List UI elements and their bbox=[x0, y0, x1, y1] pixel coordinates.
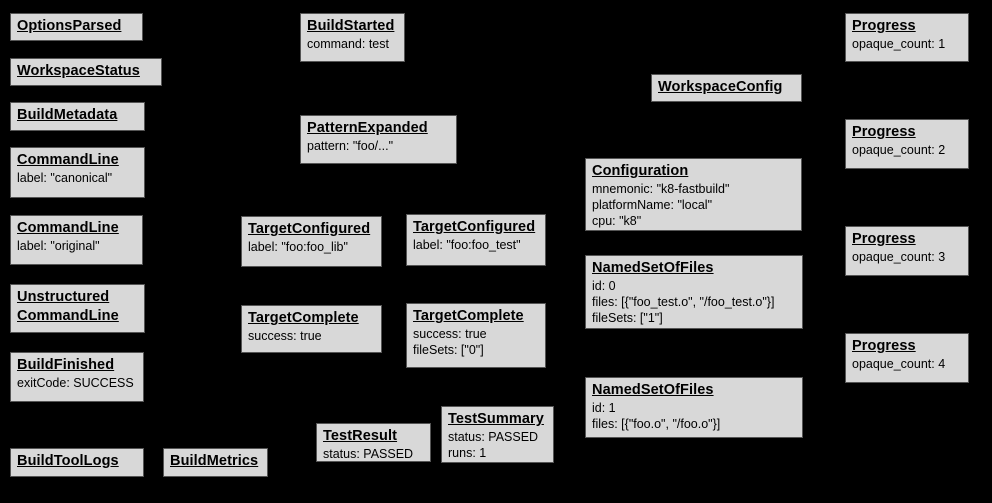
event-prop: opaque_count: 1 bbox=[852, 37, 946, 51]
event-title: Configuration bbox=[592, 163, 689, 179]
event-box-workspace-status: WorkspaceStatus bbox=[10, 58, 162, 86]
event-title: Progress bbox=[852, 231, 916, 247]
event-box-pattern-expanded: PatternExpanded pattern: "foo/..." bbox=[300, 115, 457, 164]
event-title: BuildStarted bbox=[307, 18, 395, 34]
event-prop: runs: 1 bbox=[448, 446, 487, 460]
event-title: Unstructured CommandLine bbox=[17, 289, 119, 324]
event-title: WorkspaceConfig bbox=[658, 79, 783, 95]
event-prop: exitCode: SUCCESS bbox=[17, 376, 134, 390]
event-prop: opaque_count: 3 bbox=[852, 250, 946, 264]
event-prop: opaque_count: 4 bbox=[852, 357, 946, 371]
event-box-progress-4: Progress opaque_count: 4 bbox=[845, 333, 969, 383]
event-title: BuildMetrics bbox=[170, 453, 259, 469]
event-box-configuration: Configuration mnemonic: "k8-fastbuild" p… bbox=[585, 158, 802, 231]
event-title: NamedSetOfFiles bbox=[592, 382, 714, 398]
event-box-progress-3: Progress opaque_count: 3 bbox=[845, 226, 969, 276]
event-title: PatternExpanded bbox=[307, 120, 428, 136]
event-title: TargetConfigured bbox=[413, 219, 536, 235]
event-box-command-line-original: CommandLine label: "original" bbox=[10, 215, 143, 265]
event-title: NamedSetOfFiles bbox=[592, 260, 714, 276]
event-box-target-configured-foo-test: TargetConfigured label: "foo:foo_test" bbox=[406, 214, 546, 266]
event-prop: files: [{"foo.o", "/foo.o"}] bbox=[592, 417, 721, 431]
event-title: TargetComplete bbox=[413, 308, 524, 324]
event-box-named-set-of-files-1: NamedSetOfFiles id: 1 files: [{"foo.o", … bbox=[585, 377, 803, 438]
event-title: TestResult bbox=[323, 428, 398, 444]
event-box-unstructured-command-line: Unstructured CommandLine bbox=[10, 284, 145, 333]
event-box-target-configured-foo-lib: TargetConfigured label: "foo:foo_lib" bbox=[241, 216, 382, 267]
event-box-target-complete-foo-lib: TargetComplete success: true bbox=[241, 305, 382, 353]
event-prop: files: [{"foo_test.o", "/foo_test.o"}] bbox=[592, 295, 775, 309]
event-prop: label: "foo:foo_lib" bbox=[248, 240, 348, 254]
event-title: CommandLine bbox=[17, 152, 119, 168]
event-prop: success: true bbox=[248, 329, 322, 343]
event-box-progress-2: Progress opaque_count: 2 bbox=[845, 119, 969, 169]
event-box-progress-1: Progress opaque_count: 1 bbox=[845, 13, 969, 62]
event-prop: fileSets: ["0"] bbox=[413, 343, 484, 357]
event-prop: opaque_count: 2 bbox=[852, 143, 946, 157]
event-prop: success: true bbox=[413, 327, 487, 341]
event-prop: mnemonic: "k8-fastbuild" bbox=[592, 182, 730, 196]
event-box-options-parsed: OptionsParsed bbox=[10, 13, 143, 41]
event-box-build-metrics: BuildMetrics bbox=[163, 448, 268, 477]
event-prop: id: 1 bbox=[592, 401, 616, 415]
event-title: OptionsParsed bbox=[17, 18, 122, 34]
event-title: Progress bbox=[852, 338, 916, 354]
event-box-build-metadata: BuildMetadata bbox=[10, 102, 145, 131]
event-prop: pattern: "foo/..." bbox=[307, 139, 394, 153]
event-box-build-started: BuildStarted command: test bbox=[300, 13, 405, 62]
event-box-test-summary: TestSummary status: PASSED runs: 1 bbox=[441, 406, 554, 463]
event-box-workspace-config: WorkspaceConfig bbox=[651, 74, 802, 102]
event-title: Progress bbox=[852, 18, 916, 34]
event-title: BuildToolLogs bbox=[17, 453, 119, 469]
event-prop: status: PASSED bbox=[323, 447, 414, 461]
event-title: TestSummary bbox=[448, 411, 544, 427]
event-prop: label: "canonical" bbox=[17, 171, 113, 185]
event-box-test-result: TestResult status: PASSED bbox=[316, 423, 431, 462]
event-prop: command: test bbox=[307, 37, 389, 51]
event-title: BuildMetadata bbox=[17, 107, 118, 123]
event-prop: label: "original" bbox=[17, 239, 100, 253]
event-prop: cpu: "k8" bbox=[592, 214, 642, 228]
event-box-build-finished: BuildFinished exitCode: SUCCESS bbox=[10, 352, 144, 402]
event-title: TargetComplete bbox=[248, 310, 359, 326]
event-prop: fileSets: ["1"] bbox=[592, 311, 663, 325]
event-box-command-line-canonical: CommandLine label: "canonical" bbox=[10, 147, 145, 198]
event-prop: id: 0 bbox=[592, 279, 616, 293]
event-prop: status: PASSED bbox=[448, 430, 539, 444]
event-title: CommandLine bbox=[17, 220, 119, 236]
event-title: WorkspaceStatus bbox=[17, 63, 140, 79]
event-title: BuildFinished bbox=[17, 357, 115, 373]
event-box-build-tool-logs: BuildToolLogs bbox=[10, 448, 144, 477]
event-title: Progress bbox=[852, 124, 916, 140]
event-title: TargetConfigured bbox=[248, 221, 371, 237]
event-prop: platformName: "local" bbox=[592, 198, 713, 212]
event-prop: label: "foo:foo_test" bbox=[413, 238, 521, 252]
event-box-named-set-of-files-0: NamedSetOfFiles id: 0 files: [{"foo_test… bbox=[585, 255, 803, 329]
event-box-target-complete-foo-test: TargetComplete success: true fileSets: [… bbox=[406, 303, 546, 368]
